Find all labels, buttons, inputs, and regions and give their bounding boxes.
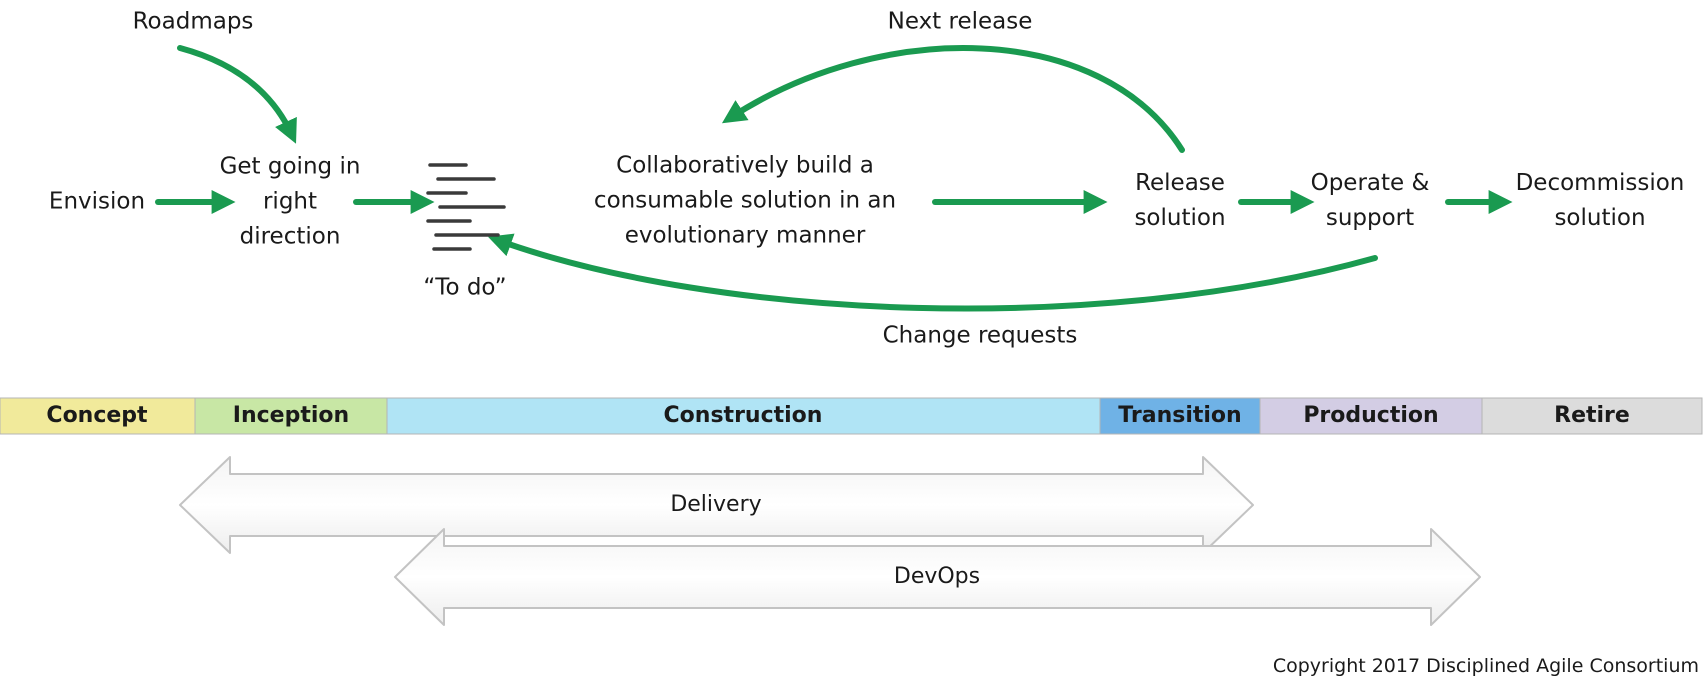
devops-label: DevOps (894, 564, 980, 589)
release-solution-label: Release solution (1134, 170, 1226, 231)
phase-production (1259, 397, 1483, 435)
get-going-label: Get going in right direction (219, 153, 361, 250)
phase-label-concept: Concept (46, 403, 148, 428)
collaborate-label: Collaboratively build a consumable solut… (593, 152, 897, 249)
todo-list-icon (426, 163, 506, 251)
to-do-label: “To do” (423, 274, 507, 301)
phase-transition (1099, 397, 1261, 435)
change-requests-arrow (487, 233, 1378, 312)
roadmaps-arrow (177, 45, 297, 144)
phase-label-construction: Construction (664, 403, 823, 428)
delivery-band-arrow (179, 456, 1254, 554)
devops-band-arrow (394, 528, 1481, 626)
operate-support-label: Operate & support (1310, 170, 1430, 231)
envision-label: Envision (48, 188, 146, 215)
delivery-label: Delivery (670, 492, 761, 517)
copyright-text: Copyright 2017 Disciplined Agile Consort… (1272, 655, 1699, 677)
flow-arrows (155, 45, 1513, 312)
phase-label-retire: Retire (1554, 403, 1630, 428)
phase-bar: Concept Inception Construction Transitio… (0, 397, 1703, 435)
phase-label-transition: Transition (1118, 403, 1241, 428)
change-requests-label: Change requests (882, 322, 1078, 349)
next-release-label: Next release (887, 8, 1033, 35)
decommission-label: Decommission solution (1515, 170, 1685, 231)
phase-inception (194, 397, 388, 435)
phase-construction (386, 397, 1101, 435)
phase-label-inception: Inception (233, 403, 349, 428)
roadmaps-label: Roadmaps (132, 8, 254, 35)
phase-label-production: Production (1303, 403, 1438, 428)
phase-retire (1481, 397, 1703, 435)
next-release-arrow (721, 45, 1185, 153)
